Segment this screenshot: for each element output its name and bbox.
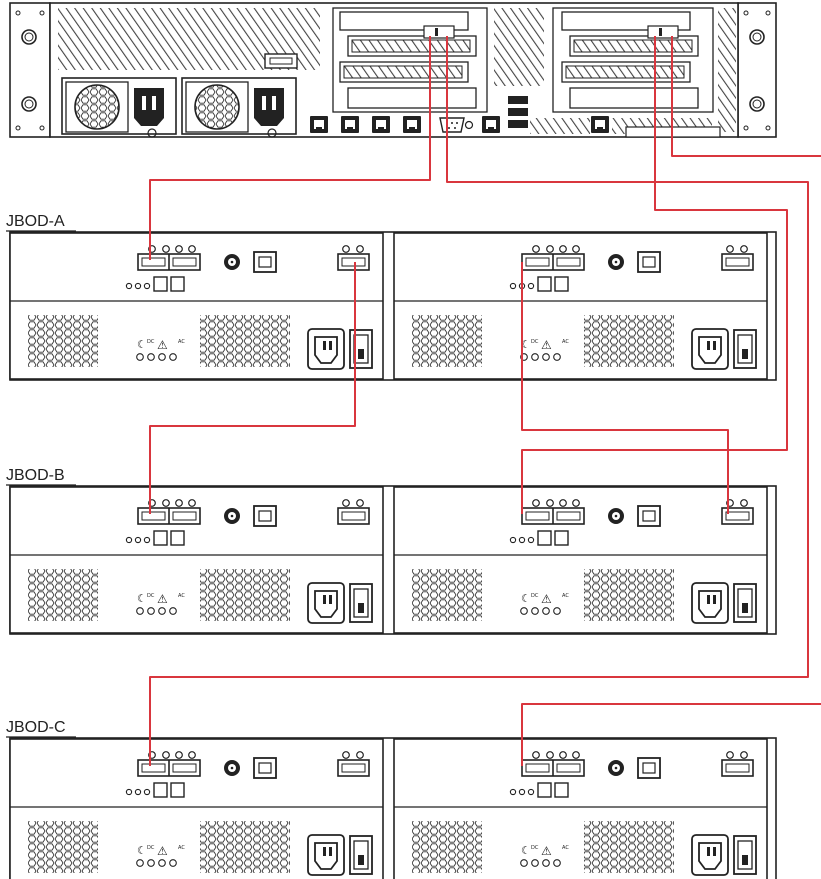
server-power-supply-2 [181,77,297,138]
cable-hba2-to-jbod-b-right [521,36,788,514]
usb-port-icon [508,96,528,128]
sas-cables [149,36,821,766]
jbod-a-module-left [9,232,384,380]
server-chassis [9,2,777,138]
left-rack-ear [9,2,51,138]
cable-jbod-c-right-in [521,703,821,766]
jbod-b-label: JBOD-B [6,467,65,484]
jbod-c [9,737,777,879]
hba-card-1 [332,7,488,113]
cable-hba2-to-jbod-c-right [671,36,821,157]
right-rack-ear [737,2,777,138]
jbod-b-module-left [9,486,384,634]
rack-screw-icon [21,29,37,45]
cable-hba1-to-jbod-c-left [149,36,809,766]
sas-port-icon [647,25,679,39]
jbod-a [9,231,777,381]
sas-port-icon [423,25,455,39]
jbod-c-label: JBOD-C [6,719,66,736]
hba-card-2 [552,7,714,113]
jbod-b [9,485,777,635]
jbod-a-label: JBOD-A [6,213,65,230]
jbod-c-module-left [9,738,384,879]
server-power-supply-1 [61,77,177,138]
jbod-a-module-right [393,232,768,380]
jbod-b-module-right [393,486,768,634]
cable-hba1-to-jbod-a-left [149,36,431,260]
jbod-c-module-right [393,738,768,879]
cable-jbod-a-right-to-jbod-b-right-out [521,262,729,514]
cable-jbod-a-out-to-jbod-b-in [149,262,356,514]
